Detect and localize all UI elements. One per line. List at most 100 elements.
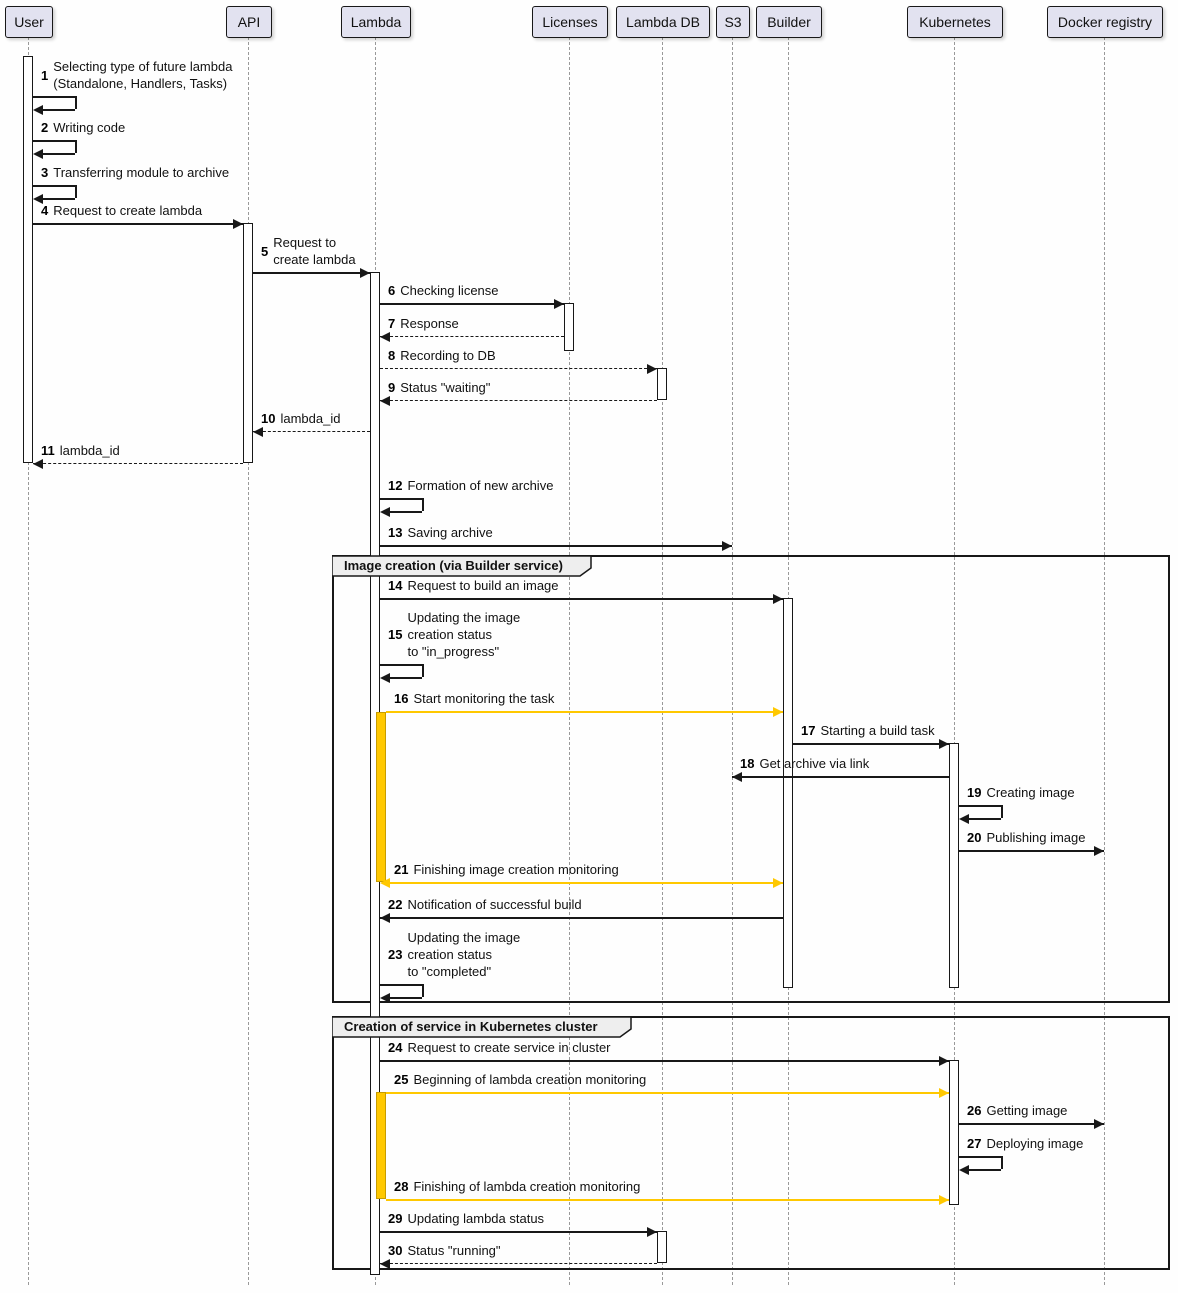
message-text: Status "running"	[407, 1242, 500, 1259]
message-text-line: Request to create service in cluster	[407, 1040, 611, 1055]
self-message-top-27	[959, 1156, 1001, 1158]
message-text: lambda_id	[60, 442, 120, 459]
self-message-bottom-27	[968, 1169, 1001, 1171]
message-text-line: Deploying image	[986, 1136, 1084, 1151]
message-text: Publishing image	[986, 829, 1085, 846]
message-number: 13	[388, 525, 403, 540]
message-text-line: Getting image	[986, 1103, 1068, 1118]
message-line-25	[386, 1092, 949, 1094]
message-text: Updating lambda status	[407, 1210, 544, 1227]
message-text-line: Request to create lambda	[53, 203, 203, 218]
message-text: Saving archive	[407, 524, 492, 541]
self-message-top-1	[33, 96, 75, 98]
message-arrowhead-20	[1094, 846, 1104, 856]
frame-title-box-2: Creation of service in Kubernetes cluste…	[331, 1016, 632, 1038]
message-text-line: Finishing of lambda creation monitoring	[413, 1179, 641, 1194]
message-label-13: 13 Saving archive	[388, 524, 493, 541]
message-arrowhead-25	[939, 1088, 949, 1098]
message-label-5: 5 Request to create lambda	[261, 234, 356, 268]
message-arrowhead-13	[722, 541, 732, 551]
message-text: Checking license	[400, 282, 498, 299]
message-number: 8	[388, 348, 396, 363]
participant-label: Lambda DB	[626, 14, 700, 30]
message-text-line: Selecting type of future lambda	[53, 59, 233, 74]
self-message-side-2	[75, 140, 77, 153]
participant-box-lambda: Lambda	[341, 6, 411, 38]
self-message-side-15	[422, 664, 424, 677]
frame-2	[332, 1016, 1170, 1270]
message-arrowhead-17	[939, 739, 949, 749]
self-message-top-2	[33, 140, 75, 142]
participant-box-docker: Docker registry	[1047, 6, 1163, 38]
lifeline-licenses	[568, 37, 570, 1285]
message-text-line: Request to	[273, 235, 337, 250]
participant-label: Builder	[767, 14, 811, 30]
message-arrowhead-22	[380, 913, 390, 923]
message-text: Get archive via link	[759, 755, 869, 772]
lifeline-user	[27, 37, 29, 1285]
message-text: Notification of successful build	[407, 896, 581, 913]
participant-box-user: User	[5, 6, 53, 38]
activation-bar-kubernetes	[949, 1060, 959, 1205]
message-text-line: Request to build an image	[407, 578, 559, 593]
self-message-arrowhead-1	[33, 105, 43, 115]
activation-bar-lambda_db	[657, 368, 667, 400]
message-line-20	[959, 850, 1104, 852]
message-number: 25	[394, 1072, 409, 1087]
message-arrowhead-7	[380, 332, 390, 342]
message-number: 10	[261, 411, 276, 426]
message-line-10	[253, 431, 370, 432]
self-message-top-23	[380, 984, 422, 986]
self-message-side-12	[422, 498, 424, 511]
message-text-line: Updating the image	[407, 610, 521, 625]
message-arrowhead-11	[33, 459, 43, 469]
self-message-bottom-1	[42, 109, 75, 111]
message-arrowhead-29	[647, 1227, 657, 1237]
self-message-arrowhead-27	[959, 1165, 969, 1175]
frame-title-box-1: Image creation (via Builder service)	[331, 555, 592, 577]
self-message-top-15	[380, 664, 422, 666]
message-label-25: 25 Beginning of lambda creation monitorin…	[394, 1071, 646, 1088]
message-text: Deploying image	[986, 1135, 1083, 1152]
message-line-4	[33, 223, 243, 225]
message-text: Request to create lambda	[53, 202, 202, 219]
message-number: 27	[967, 1136, 982, 1151]
message-arrowhead-5	[360, 268, 370, 278]
message-number: 3	[41, 165, 49, 180]
message-text-line: Beginning of lambda creation monitoring	[413, 1072, 647, 1087]
lifeline-docker	[1103, 37, 1105, 1285]
message-text-line: Transferring module to archive	[53, 165, 230, 180]
message-line-14	[380, 598, 783, 600]
self-message-arrowhead-3	[33, 194, 43, 204]
message-number: 30	[388, 1243, 403, 1258]
message-text: Beginning of lambda creation monitoring	[413, 1071, 646, 1088]
message-text: Status "waiting"	[400, 379, 490, 396]
participant-label: Kubernetes	[919, 14, 991, 30]
self-message-arrowhead-2	[33, 149, 43, 159]
message-text: Request to create lambda	[273, 234, 355, 268]
message-text-line: Get archive via link	[759, 756, 870, 771]
self-message-bottom-19	[968, 818, 1001, 820]
message-number: 5	[261, 243, 269, 259]
self-message-arrowhead-19	[959, 814, 969, 824]
message-line-29	[380, 1231, 657, 1233]
frame-title-pentagon	[331, 555, 592, 577]
participant-box-builder: Builder	[756, 6, 822, 38]
self-message-bottom-12	[389, 511, 422, 513]
message-text-line: Updating lambda status	[407, 1211, 545, 1226]
message-text-line: create lambda	[273, 252, 356, 267]
message-line-26	[959, 1123, 1104, 1125]
activation-bar-kubernetes	[949, 743, 959, 988]
message-line-21	[386, 882, 783, 884]
message-arrowhead-21	[773, 878, 783, 888]
